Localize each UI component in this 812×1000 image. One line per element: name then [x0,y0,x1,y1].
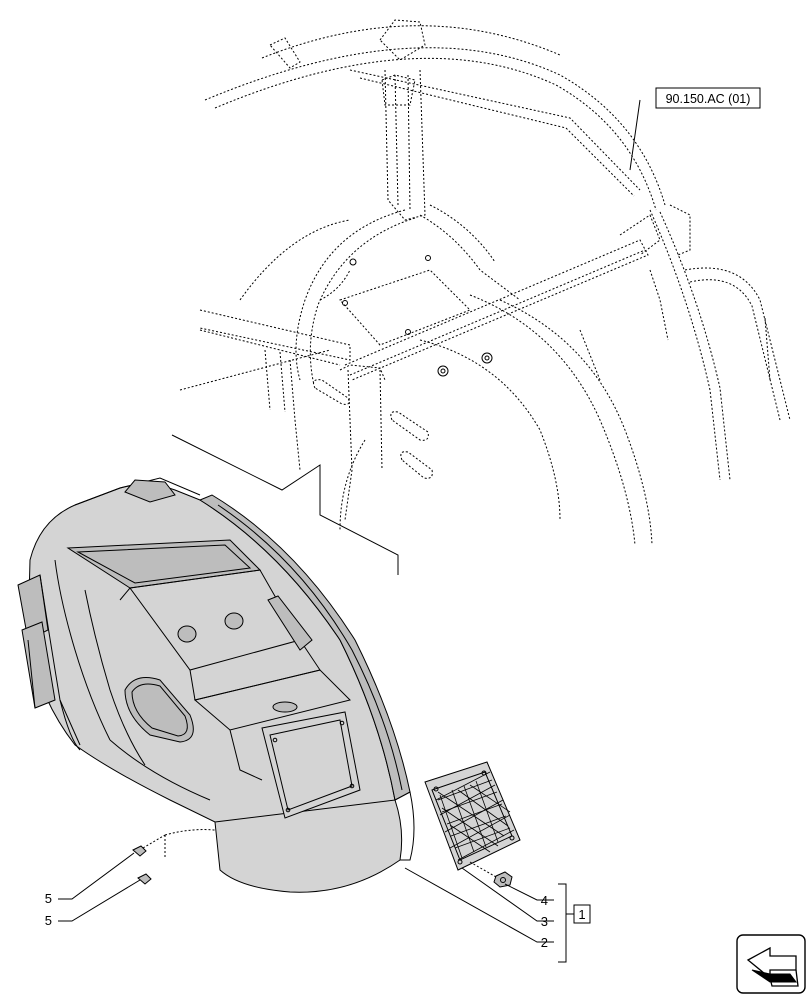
reference-label: 90.150.AC (01) [666,92,751,106]
fastener-alignment-line [164,829,216,836]
net-mesh [435,771,515,861]
nut-part-4 [469,861,513,888]
screw-part-5-lower [137,835,166,885]
orientation-arrow-icon[interactable] [736,934,806,994]
storage-net [424,761,521,871]
assembly-guide-lines [171,434,399,575]
callout-leaders [58,99,641,963]
reference-label-box[interactable]: 90.150.AC (01) [655,87,761,109]
callout-5-lower: 5 [45,913,52,928]
callout-2: 2 [541,935,548,950]
callout-5-upper: 5 [45,891,52,906]
callout-4: 4 [541,893,548,908]
kit-label: 1 [578,907,585,922]
cab-frame [179,19,791,546]
fender-assembly [17,477,415,893]
kit-label-box: 1 [573,904,591,924]
callout-3: 3 [541,914,548,929]
screw-part-5-upper [132,834,166,857]
